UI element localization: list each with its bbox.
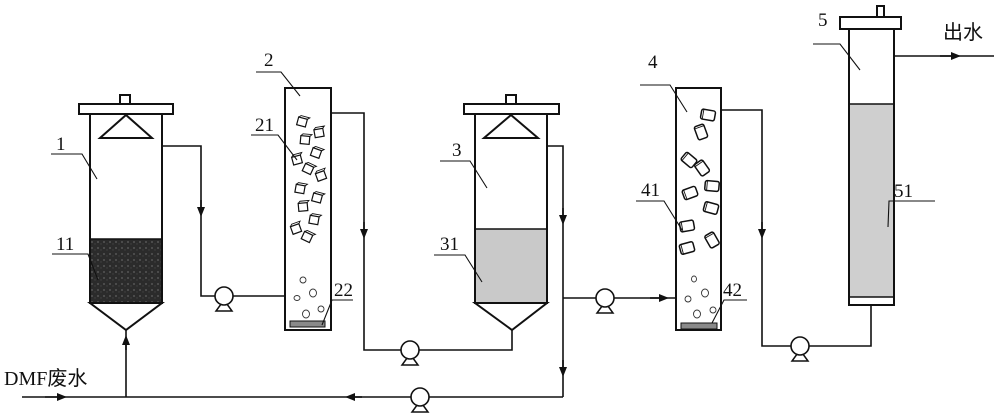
cube-carrier: [289, 220, 303, 236]
label-41: 41: [641, 180, 660, 201]
pump-icon: [214, 286, 234, 312]
bubble: [317, 305, 325, 313]
label-11: 11: [56, 234, 74, 255]
cube-carrier: [313, 125, 326, 139]
bubble: [693, 309, 701, 319]
cylinder-carrier: [699, 108, 717, 122]
cube-carrier: [294, 182, 309, 195]
outlet-label: 出水: [943, 21, 983, 44]
bubble: [302, 309, 310, 319]
cylinder-carrier: [693, 123, 709, 141]
cube-carrier: [301, 162, 318, 176]
label-21: 21: [255, 115, 274, 136]
cylinder-carrier: [704, 231, 720, 249]
inlet-label: DMF废水: [4, 367, 87, 390]
bubble: [684, 295, 692, 303]
reactor-2: [284, 87, 332, 331]
bubble: [299, 276, 307, 284]
cube-carrier: [297, 199, 310, 213]
reactor-3: [463, 94, 560, 332]
bubble: [701, 288, 709, 298]
bubble: [293, 295, 301, 301]
label-4: 4: [648, 52, 658, 73]
label-51: 51: [894, 181, 913, 202]
label-22: 22: [334, 280, 353, 301]
suspended-carriers-21: [289, 115, 328, 244]
bubble: [691, 275, 697, 283]
pump-icon: [595, 288, 615, 314]
label-5: 5: [818, 10, 828, 31]
pump-icon: [790, 336, 810, 362]
suspended-carriers-41: [678, 108, 720, 255]
pump-icon: [400, 340, 420, 366]
label-1: 1: [56, 134, 66, 155]
cube-carrier: [314, 167, 328, 183]
sludge-bed-11: [91, 239, 161, 303]
pump-icon: [410, 387, 430, 413]
granular-bed-31: [476, 229, 546, 303]
label-42: 42: [723, 280, 742, 301]
bubble: [709, 306, 717, 314]
cube-carrier: [299, 133, 314, 146]
cylinder-carrier: [681, 185, 699, 201]
cylinder-carrier: [693, 159, 711, 177]
cube-carrier: [300, 230, 317, 244]
cylinder-carrier: [678, 241, 696, 255]
bubbles: [293, 276, 325, 319]
cube-carrier: [308, 213, 323, 226]
reactor-5: [839, 5, 902, 306]
pipes: [22, 52, 994, 401]
label-2: 2: [264, 50, 274, 71]
aerator-22: [289, 320, 326, 328]
deflector-1: [97, 113, 155, 139]
bubbles: [684, 275, 717, 319]
cube-carrier: [295, 115, 311, 128]
reactor-1: [78, 94, 174, 332]
cylinder-carrier: [704, 179, 720, 193]
bubble: [309, 288, 317, 298]
cylinder-carrier: [678, 219, 696, 233]
filter-media-51: [850, 104, 893, 297]
aerator-42: [680, 322, 718, 330]
cube-carrier: [310, 191, 326, 204]
reactor-4: [675, 87, 722, 331]
cylinder-carrier: [702, 201, 720, 215]
deflector-3: [481, 113, 541, 139]
label-31: 31: [440, 234, 459, 255]
cube-carrier: [309, 146, 326, 160]
label-3: 3: [452, 140, 462, 161]
